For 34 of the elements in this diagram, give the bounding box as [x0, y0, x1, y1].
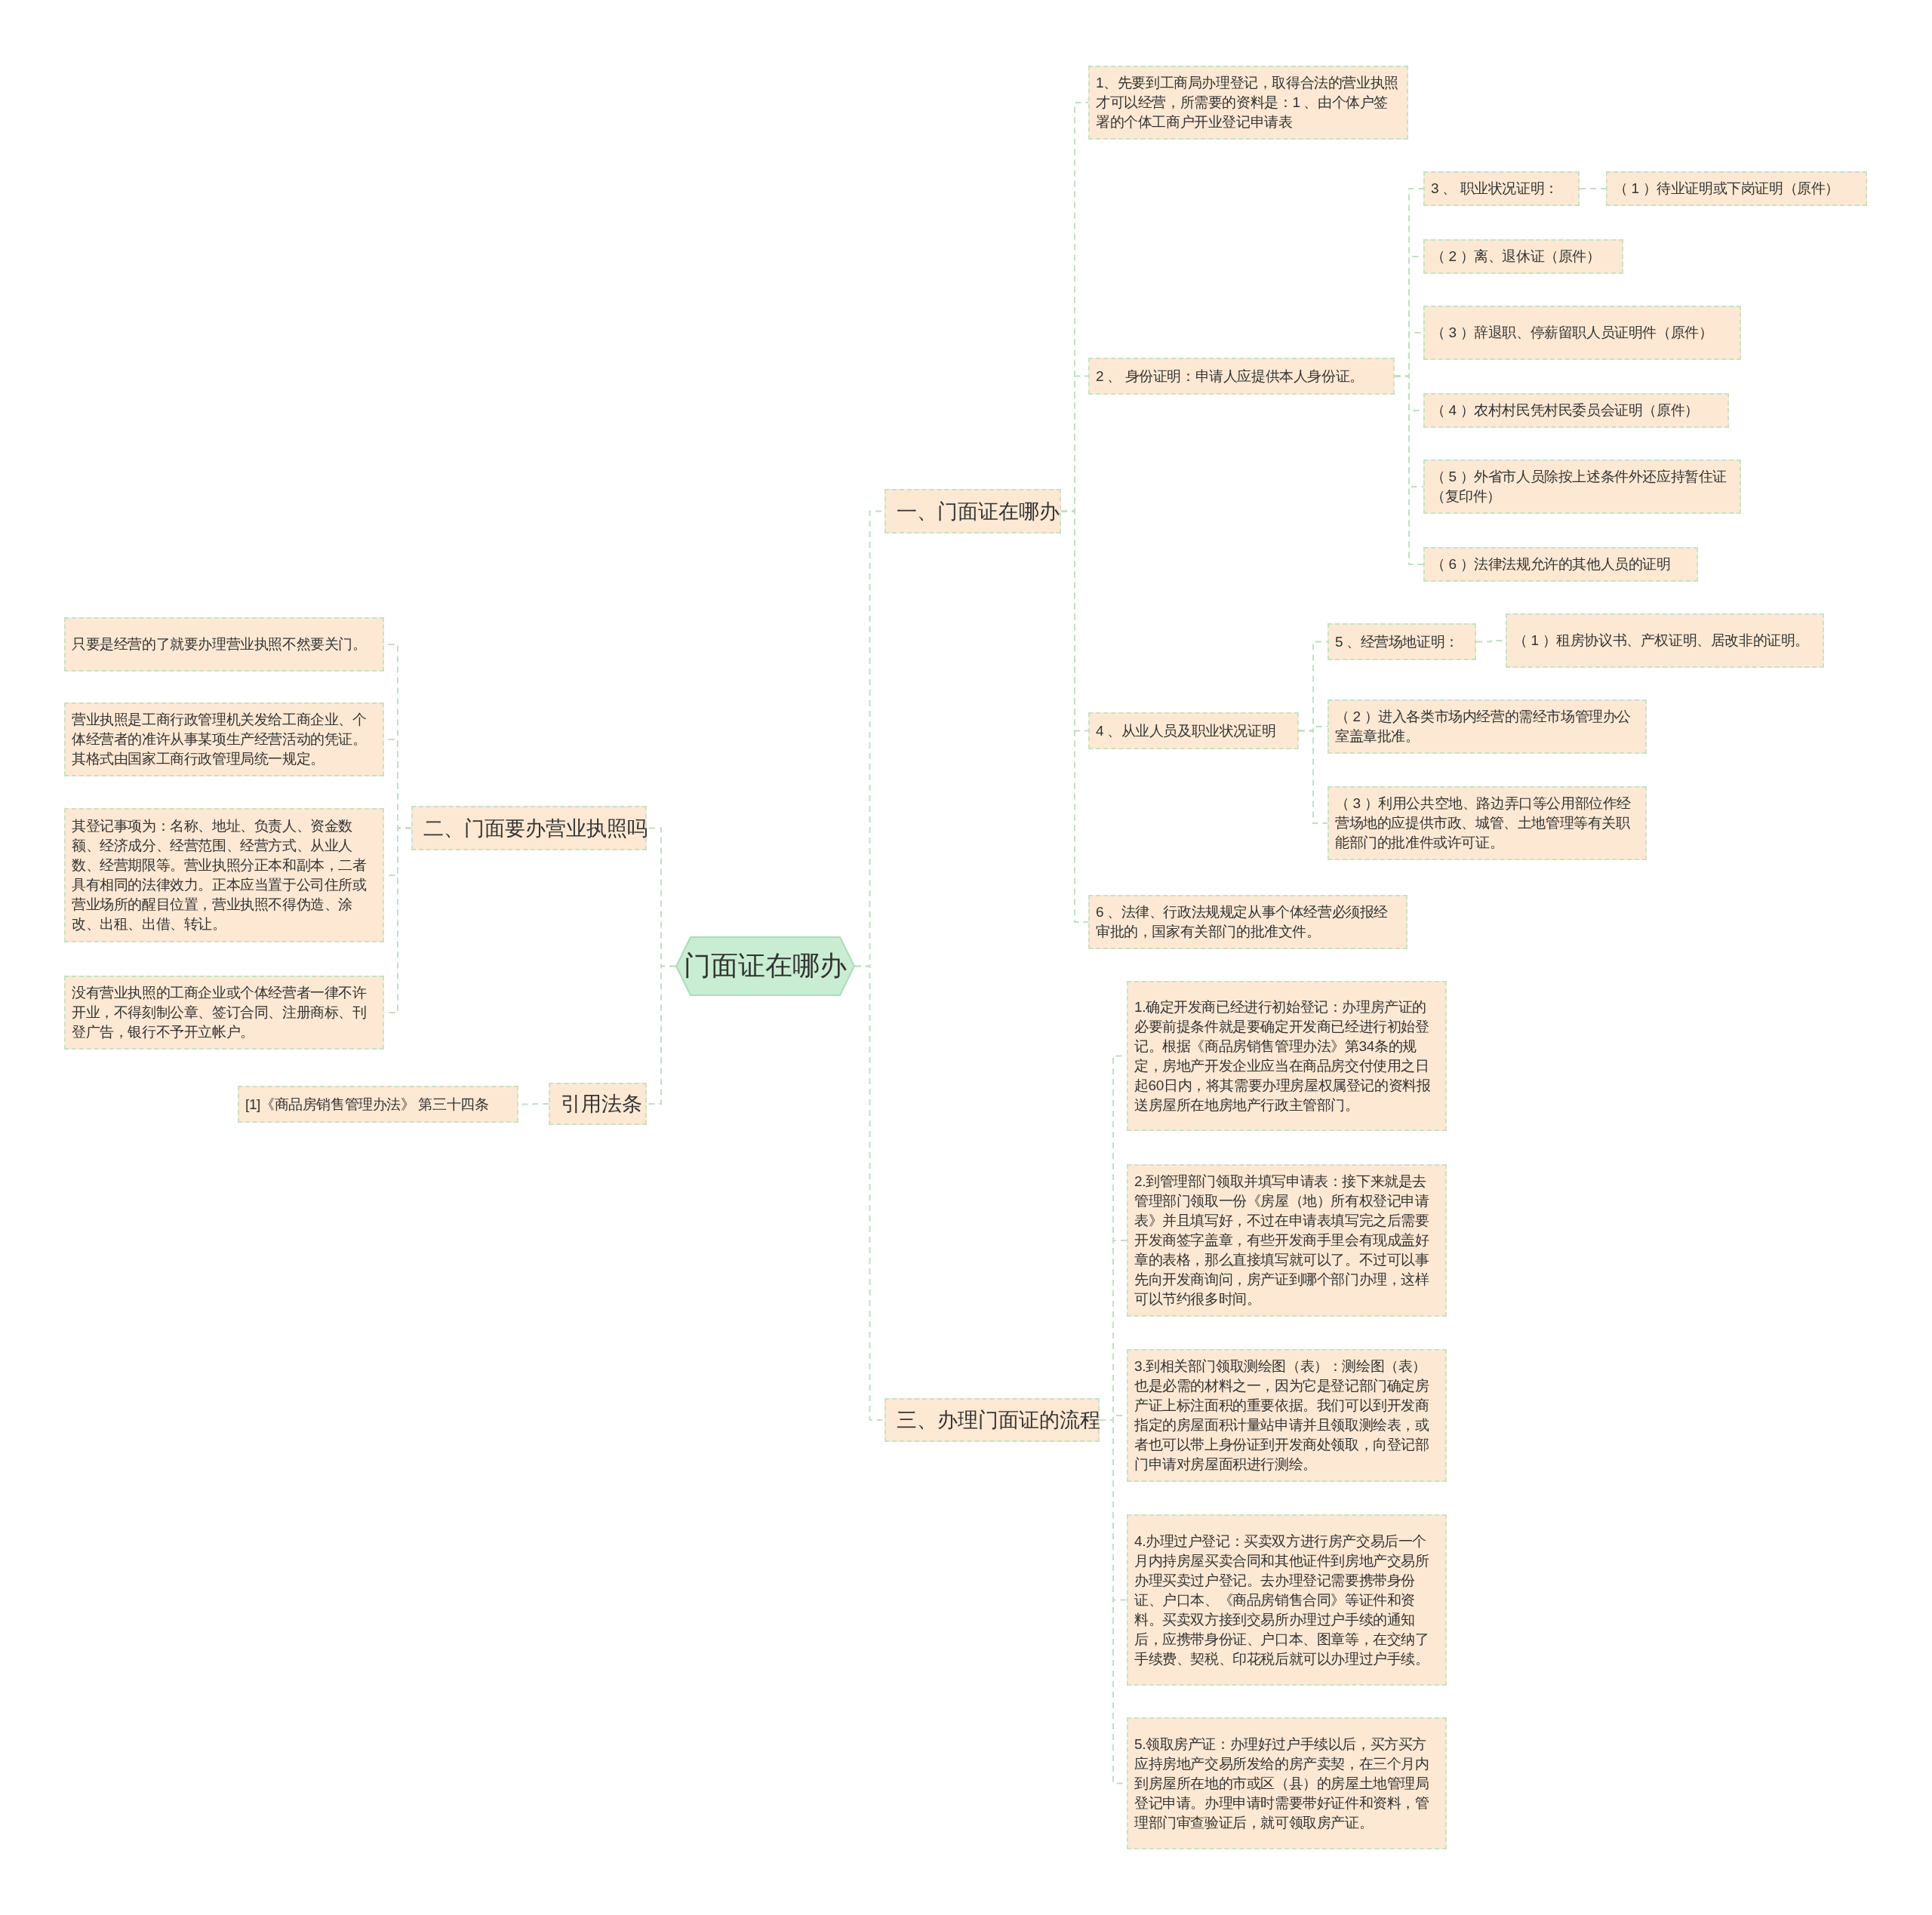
- topic-box: 只要是经营的了就要办理营业执照不然要关门。: [64, 617, 384, 672]
- branch-topic: 一、门面证在哪办: [884, 489, 1061, 533]
- topic-box: 1.确定开发商已经进行初始登记：办理房产证的必要前提条件就是要确定开发商已经进行初始登记。根据《商品房销售管理办法》第34条的规定，房地产开发企业应当在商品房交付使用之日起60日内，将其需要办理房屋权属登记的资料报送房屋所在地房地产行政主管部门。: [1127, 981, 1447, 1131]
- central-topic: 门面证在哪办: [675, 936, 855, 996]
- topic-box: 其登记事项为：名称、地址、负责人、资金数额、经济成分、经营范围、经营方式、从业人数、经营期限等。营业执照分正本和副本，二者具有相同的法律效力。正本应当置于公司住所或营业场所的醒目位置，营业执照不得伪造、涂改、出租、出借、转让。: [64, 808, 384, 942]
- connector-line: [854, 965, 885, 1421]
- topic-box: 3 、 职业状况证明：: [1423, 171, 1580, 206]
- topic-box: （ 2 ）进入各类市场内经营的需经市场管理办公室盖章批准。: [1327, 699, 1647, 754]
- topic-box: 3.到相关部门领取测绘图（表）：测绘图（表）也是必需的材料之一，因为它是登记部门确定房产证上标注面积的重要依据。我们可以到开发商指定的房屋面积计量站申请并且领取测绘表，或者也可以带上身份证到开发商处领取，向登记部门申请对房屋面积进行测绘。: [1127, 1349, 1447, 1482]
- topic-box: 1、先要到工商局办理登记，取得合法的营业执照才可以经营，所需要的资料是：1 、由个体户签署的个体工商户开业登记申请表: [1088, 66, 1408, 140]
- topic-box: 5 、经营场地证明：: [1327, 623, 1476, 660]
- connector-line: [1579, 188, 1607, 189]
- branch-topic: 二、门面要办营业执照吗: [411, 806, 647, 850]
- topic-box: （ 5 ）外省市人员除按上述条件外还应持暂住证（复印件）: [1423, 460, 1741, 514]
- topic-box: （ 1 ）待业证明或下岗证明（原件）: [1606, 171, 1867, 206]
- topic-box: 4.办理过户登记：买卖双方进行房产交易后一个月内持房屋买卖合同和其他证件到房地产交易所办理买卖过户登记。去办理登记需要携带身份证、户口本、《商品房销售合同》等证件和资料。买卖双方接到交易所办理过户手续的通知后，应携带身份证、户口本、图章等，在交纳了手续费、契税、印花税后就可以办理过户手续。: [1127, 1514, 1447, 1686]
- topic-box: （ 3 ）辞退职、停薪留职人员证明件（原件）: [1423, 306, 1741, 360]
- connector-line: [1298, 730, 1328, 824]
- topic-box: 6 、法律、行政法规规定从事个体经营必须报经审批的，国家有关部门的批准文件。: [1088, 895, 1407, 949]
- topic-box: 没有营业执照的工商企业或个体经营者一律不许开业，不得刻制公章、签订合同、注册商标、刊登广告，银行不予开立帐户。: [64, 976, 384, 1050]
- branch-topic: 三、办理门面证的流程: [884, 1398, 1100, 1442]
- topic-box: （ 3 ）利用公共空地、路边弄口等公用部位作经营场地的应提供市政、城管、土地管理等有关职能部门的批准件或许可证。: [1327, 786, 1647, 860]
- branch-topic: 引用法条: [549, 1083, 647, 1125]
- topic-box: （ 4 ）农村村民凭村民委员会证明（原件）: [1423, 393, 1729, 428]
- topic-box: 5.领取房产证：办理好过户手续以后，买方买方应持房地产交易所发给的房产卖契，在三个月内到房屋所在地的市或区（县）的房屋土地管理局登记申请。办理申请时需要带好证件和资料，管理部门审查验证后，就可领取房产证。: [1127, 1717, 1447, 1849]
- topic-box: 营业执照是工商行政管理机关发给工商企业、个体经营者的准许从事某项生产经营活动的凭证。其格式由国家工商行政管理局统一规定。: [64, 702, 384, 776]
- connector-line: [1394, 375, 1424, 565]
- topic-box: （ 1 ）租房协议书、产权证明、居改非的证明。: [1506, 613, 1824, 668]
- topic-box: 2 、 身份证明：申请人应提供本人身份证。: [1088, 358, 1395, 395]
- topic-box: （ 2 ）离、退休证（原件）: [1423, 239, 1623, 274]
- topic-box: [1]《商品房销售管理办法》 第三十四条: [238, 1086, 518, 1123]
- topic-box: 4 、从业人员及职业状况证明: [1088, 712, 1299, 749]
- topic-box: （ 6 ）法律法规允许的其他人员的证明: [1423, 547, 1698, 582]
- topic-box: 2.到管理部门领取并填写申请表：接下来就是去管理部门领取一份《房屋（地）所有权登记申请表》并且填写好，不过在申请表填写完之后需要开发商签字盖章，有些开发商手里会有现成盖好章的表格，那么直接填写就可以了。不过可以事先向开发商询问，房产证到哪个部门办理，这样可以节约很多时间。: [1127, 1164, 1447, 1317]
